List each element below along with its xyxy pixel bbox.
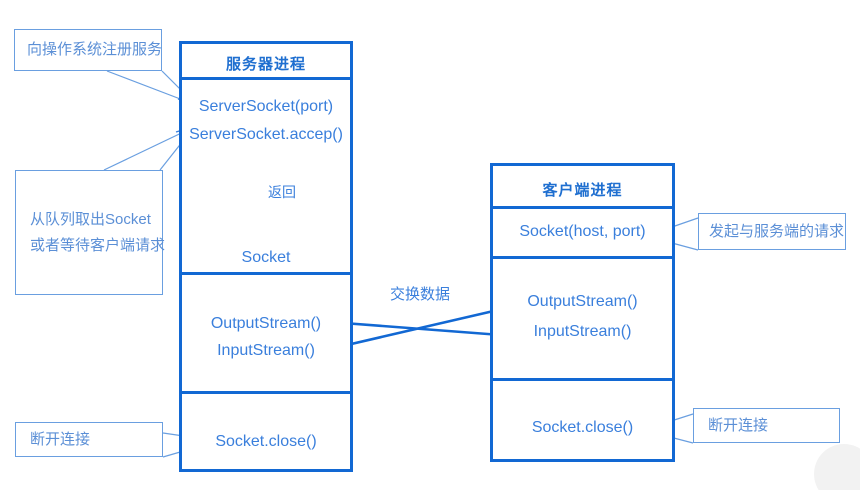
note-client-request-line-1: 发起与服务端的请求 — [709, 222, 845, 240]
note-client-request: 发起与服务端的请求 — [698, 213, 846, 250]
client-close-label: Socket.close() — [531, 419, 634, 436]
server-serversocket-label: ServerSocket(port) — [198, 98, 334, 115]
server-process-title: 服务器进程 — [225, 56, 306, 73]
note-dequeue-socket-line-2: 或者等待客户端请求 — [30, 236, 166, 254]
note-register-service: 向操作系统注册服务 — [14, 29, 162, 71]
note-client-disconnect: 断开连接 — [693, 408, 840, 443]
server-header-section — [182, 44, 350, 80]
exchange-data-label: 交换数据 — [390, 286, 451, 303]
server-accept-label: ServerSocket.accep() — [189, 126, 343, 143]
note-register-service-line-1: 向操作系统注册服务 — [27, 41, 163, 58]
client-inputstream-label: InputStream() — [533, 323, 632, 340]
note-server-disconnect-line-1: 断开连接 — [30, 430, 91, 448]
client-socket-label: Socket(host, port) — [519, 223, 646, 240]
server-process-box: 服务器进程 ServerSocket(port) ServerSocket.ac… — [179, 41, 353, 472]
server-outputstream-label: OutputStream() — [210, 315, 322, 332]
note-dequeue-socket: 从队列取出Socket 或者等待客户端请求 — [15, 170, 166, 295]
client-process-box: 客户端进程 Socket(host, port) OutputStream() … — [490, 163, 675, 462]
client-header-section — [493, 166, 672, 209]
note-server-disconnect: 断开连接 — [15, 422, 163, 457]
server-inputstream-label: InputStream() — [217, 342, 315, 359]
client-connect-section — [493, 209, 672, 259]
server-socket-label: Socket — [241, 249, 291, 266]
note-client-disconnect-line-1: 断开连接 — [708, 416, 769, 434]
client-stream-section — [493, 259, 672, 381]
server-stream-section — [182, 275, 350, 394]
server-return-label: 返回 — [268, 184, 296, 200]
client-outputstream-label: OutputStream() — [527, 293, 638, 310]
server-setup-section — [182, 80, 350, 275]
client-process-title: 客户端进程 — [542, 182, 623, 199]
note-dequeue-socket-line-1: 从队列取出Socket — [30, 210, 151, 228]
server-close-label: Socket.close() — [215, 433, 317, 450]
